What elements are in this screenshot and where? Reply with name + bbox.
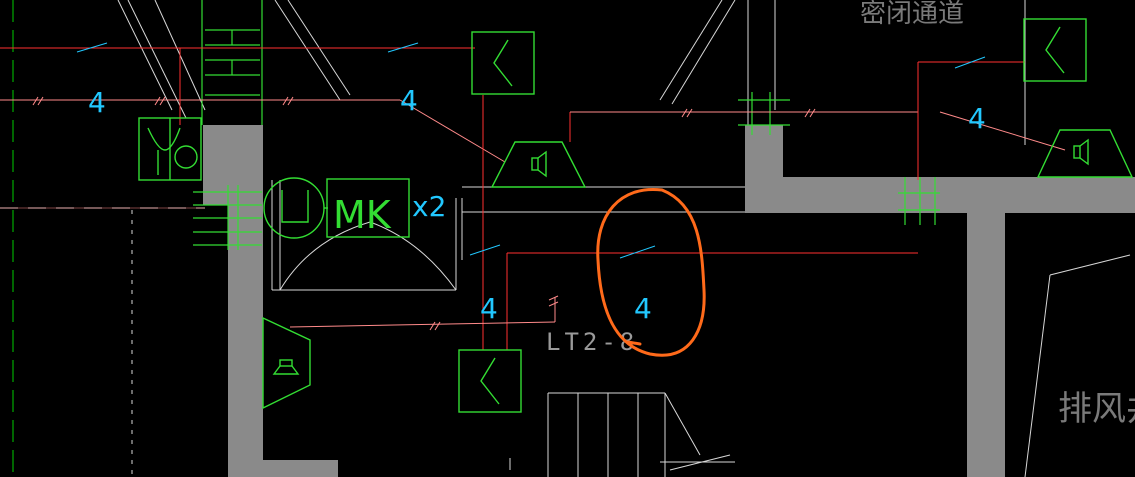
- green-wall-symbols: [193, 0, 940, 250]
- multiplier-label: x2: [412, 190, 446, 223]
- wire-count-label: 4: [88, 86, 106, 119]
- device-yo-icon: [138, 117, 202, 181]
- room-label-right: 排风井: [1058, 389, 1135, 429]
- walls: [203, 125, 1135, 477]
- mk-box-label: MK: [333, 193, 392, 237]
- fire-damper-switch-icon: [458, 349, 522, 413]
- circle-device-icon: [263, 177, 328, 239]
- fire-damper-switch-icon: [471, 31, 535, 95]
- mk-box: MK: [326, 178, 410, 238]
- wire-count-labels: 4 4 4 4 4: [88, 84, 986, 325]
- wire-count-label: 4: [634, 292, 652, 325]
- speaker-icon: [490, 141, 587, 188]
- hand-annotation-circle-icon: [596, 187, 706, 357]
- wire-count-label: 4: [968, 102, 986, 135]
- speaker-icon: [1036, 129, 1134, 178]
- wire-tick-marks: [32, 96, 816, 331]
- room-label-top: 密闭通道: [860, 0, 964, 29]
- fire-damper-switch-icon: [1023, 18, 1087, 82]
- wire-count-label: 4: [480, 292, 498, 325]
- architecture-lines: [117, 0, 1131, 477]
- wire-dashes: [76, 42, 986, 259]
- wire-count-label: 4: [400, 84, 418, 117]
- cable-runs: [0, 47, 1066, 350]
- speaker-icon: [262, 316, 311, 410]
